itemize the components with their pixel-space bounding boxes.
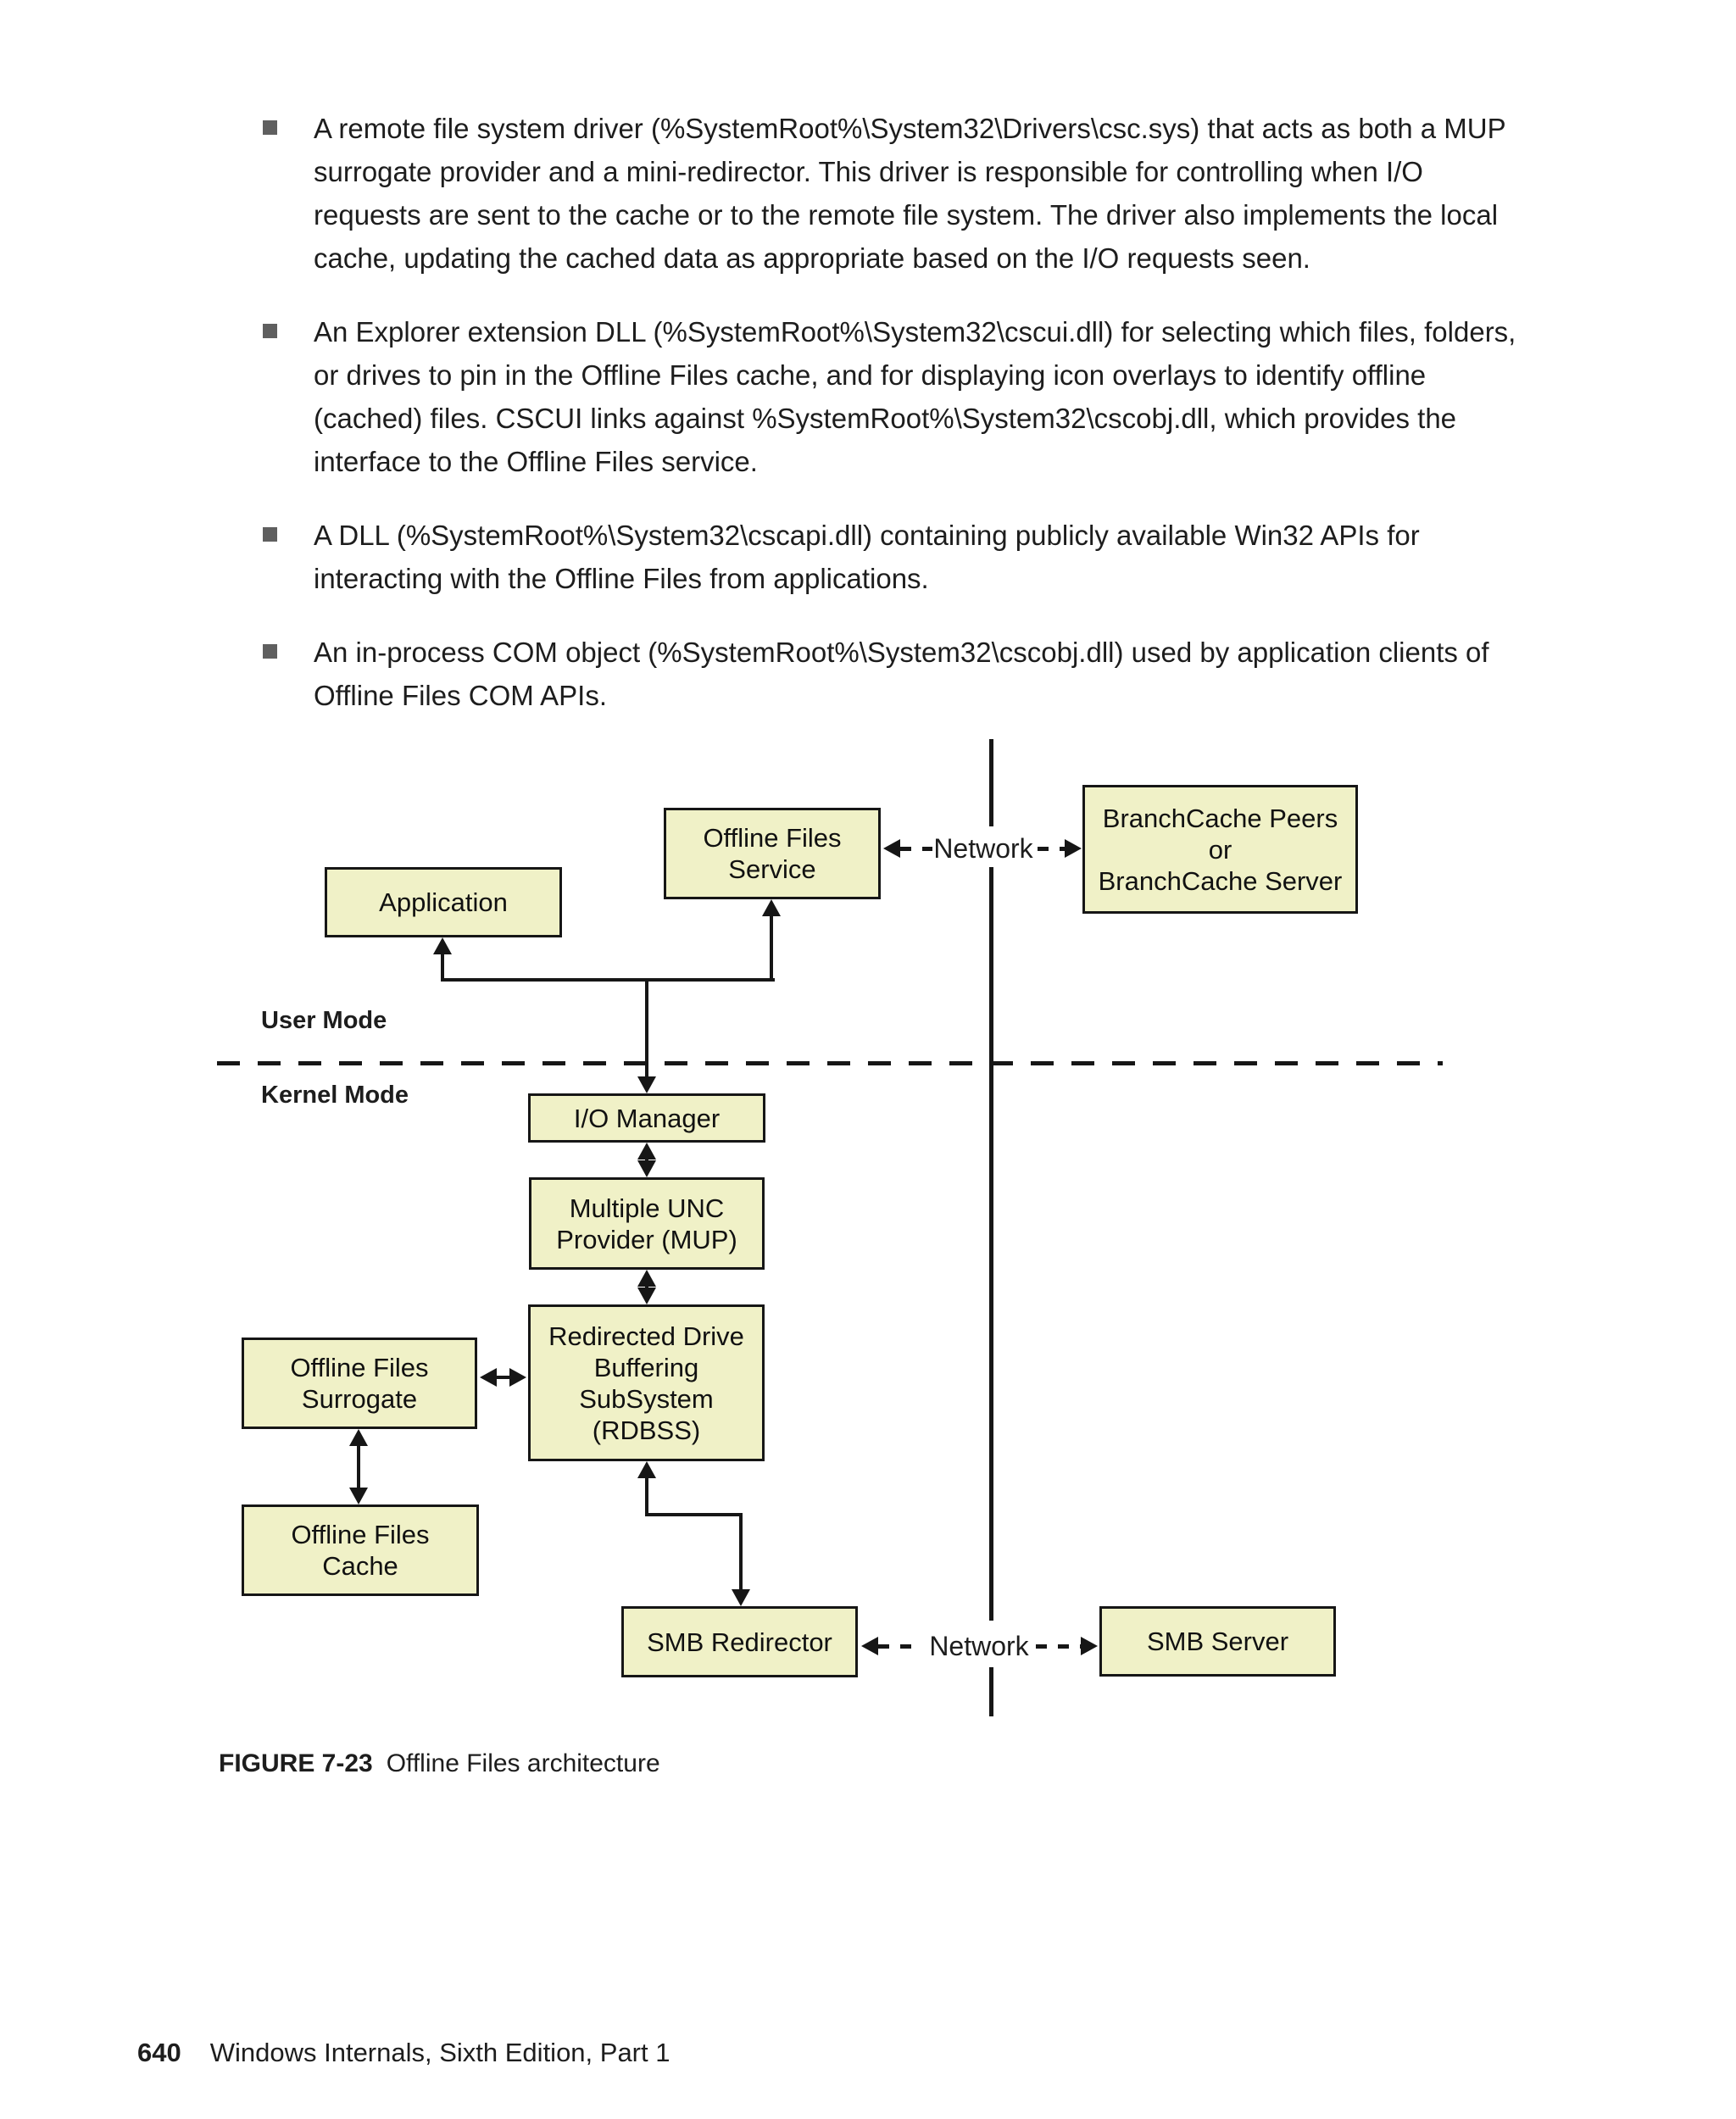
connector-rdbss-elbow-v1 [645,1471,648,1516]
connector-surrogate-cache [357,1441,360,1493]
arrowhead-into-mup [637,1160,656,1177]
arrowhead-into-mup-bottom [637,1270,656,1287]
box-branchcache: BranchCache Peers or BranchCache Server [1082,785,1358,914]
box-rdbss: Redirected Drive Buffering SubSystem (RD… [528,1304,765,1461]
connector-to-io-manager [645,978,648,1078]
box-io-manager: I/O Manager [528,1093,765,1143]
arrowhead-into-io-manager [637,1076,656,1093]
bullet-square-icon [263,527,277,542]
book-title: Windows Internals, Sixth Edition, Part 1 [209,2038,670,2067]
network-divider-line [989,1667,993,1716]
arrowhead-into-io-manager-bottom [637,1143,656,1160]
bullet-list: A remote file system driver (%SystemRoot… [263,107,1534,748]
bullet-text: A DLL (%SystemRoot%\System32\cscapi.dll)… [314,520,1420,594]
arrowhead-into-application [433,937,452,954]
connector-rdbss-elbow-h [645,1513,743,1516]
bullet-item: An in-process COM object (%SystemRoot%\S… [263,631,1534,717]
arrowhead-into-rdbss-bottom [637,1461,656,1478]
arrowhead-into-smb-server [1081,1637,1098,1655]
page-number: 640 [137,2038,181,2067]
page-footer: 640 Windows Internals, Sixth Edition, Pa… [137,2038,670,2068]
network-divider-line [989,739,993,826]
dotted-line-network-top-left [900,847,932,851]
arrowhead-into-surrogate [480,1368,497,1387]
kernel-mode-label: Kernel Mode [261,1082,409,1109]
connector-surrogate-rdbss [487,1376,518,1379]
box-offline-files-service: Offline Files Service [664,808,881,899]
network-divider-line [989,867,993,1621]
box-application: Application [325,867,562,937]
network-label-bottom: Network [929,1631,1029,1661]
bullet-item: An Explorer extension DLL (%SystemRoot%\… [263,310,1534,483]
user-mode-label: User Mode [261,1007,387,1034]
figure-caption-text: Offline Files architecture [386,1749,660,1777]
arrowhead-into-smb-redirector-right [861,1637,878,1655]
dotted-line-network-bottom-right [1036,1644,1081,1649]
bullet-text: An in-process COM object (%SystemRoot%\S… [314,637,1489,711]
bullet-item: A remote file system driver (%SystemRoot… [263,107,1534,280]
box-offline-files-cache: Offline Files Cache [242,1504,479,1596]
mode-divider-dashed-line [217,1061,1443,1065]
box-smb-redirector: SMB Redirector [621,1606,858,1677]
arrowhead-into-rdbss-left [509,1368,526,1387]
bullet-text: An Explorer extension DLL (%SystemRoot%\… [314,316,1516,477]
network-label-top: Network [933,833,1033,864]
arrowhead-into-surrogate-bottom [349,1429,368,1446]
bullet-square-icon [263,120,277,135]
connector-ofs [770,908,773,982]
figure-label: FIGURE 7-23 [219,1749,373,1777]
arrowhead-into-ofs [762,899,781,916]
bullet-item: A DLL (%SystemRoot%\System32\cscapi.dll)… [263,514,1534,600]
bullet-text: A remote file system driver (%SystemRoot… [314,113,1505,274]
connector-app [441,946,444,982]
box-mup: Multiple UNC Provider (MUP) [529,1177,765,1270]
arrowhead-into-rdbss-top [637,1288,656,1304]
dotted-line-network-top-right [1038,847,1066,851]
bullet-square-icon [263,324,277,338]
arrowhead-into-ofs-right [883,839,900,858]
connector-junction [441,978,775,982]
dotted-line-network-bottom-left [878,1644,922,1649]
connector-rdbss-elbow-v2 [739,1513,743,1591]
box-offline-files-surrogate: Offline Files Surrogate [242,1338,477,1429]
box-smb-server: SMB Server [1099,1606,1336,1677]
bullet-square-icon [263,644,277,659]
arrowhead-into-smb-redirector [732,1589,750,1606]
arrowhead-into-cache [349,1488,368,1504]
figure-caption: FIGURE 7-23 Offline Files architecture [219,1749,660,1778]
arrowhead-into-branchcache [1065,839,1082,858]
